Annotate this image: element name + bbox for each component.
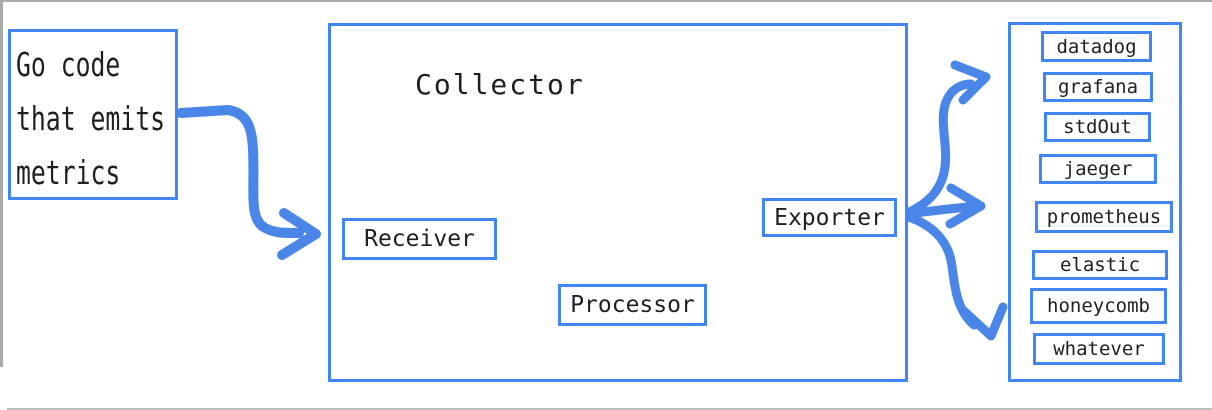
destination-elastic: elastic [1032,250,1168,280]
collector-title: Collector [415,68,585,101]
destination-stdout: stdOut [1044,112,1151,142]
stage-exporter: Exporter [762,198,897,237]
stage-receiver: Receiver [342,218,497,260]
arrow-exporter-fanout-top [897,60,991,220]
source-box: Go code that emits metrics [8,29,178,200]
source-box-line: metrics [16,153,121,192]
destination-jaeger: jaeger [1039,154,1157,184]
arrow-source-to-receiver [176,105,321,260]
destinations-box: datadog grafana stdOut jaeger prometheus… [1008,22,1182,382]
frame-bottom-line [7,408,1212,410]
destination-whatever: whatever [1033,333,1165,365]
source-box-line: Go code [16,45,121,84]
destination-datadog: datadog [1041,31,1152,62]
source-box-line: that emits [16,99,166,138]
frame-left-line [0,0,3,367]
destination-grafana: grafana [1043,72,1153,102]
arrow-exporter-fanout-bottom [897,210,1008,341]
destination-honeycomb: honeycomb [1030,288,1167,324]
destination-prometheus: prometheus [1035,201,1173,233]
frame-top-line [0,0,1212,2]
stage-processor: Processor [558,284,707,326]
collector-box: Collector Receiver Processor Exporter [328,23,908,382]
arrow-exporter-fanout-middle [897,183,986,229]
